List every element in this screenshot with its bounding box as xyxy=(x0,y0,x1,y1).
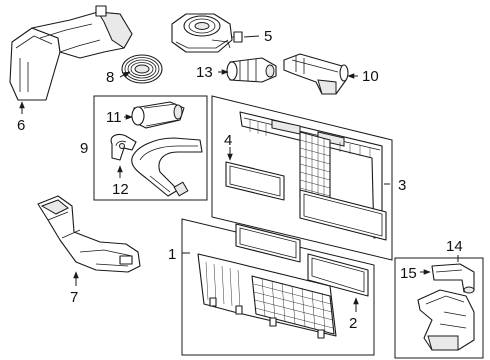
part-12-clip xyxy=(110,133,137,161)
part-1-lower-housing xyxy=(197,253,337,339)
callout-12: 12 xyxy=(112,181,129,198)
part-15-hose xyxy=(431,263,475,294)
part-10-resonator xyxy=(283,53,349,95)
callout-15: 15 xyxy=(400,265,417,282)
callout-5: 5 xyxy=(264,28,272,45)
part-13-connector xyxy=(226,57,277,83)
frame-group-3 xyxy=(211,95,393,261)
callout-13: 13 xyxy=(196,64,213,81)
frame-group-9 xyxy=(93,95,208,201)
callout-1: 1 xyxy=(168,246,176,263)
frame-group-1 xyxy=(181,218,375,356)
callout-3: 3 xyxy=(398,177,406,194)
part-4-gaskets xyxy=(225,161,387,241)
callout-14: 14 xyxy=(446,238,463,255)
callout-10: 10 xyxy=(362,68,379,85)
callout-7: 7 xyxy=(70,289,78,306)
callout-11: 11 xyxy=(106,109,122,126)
part-5-sensor-housing xyxy=(171,13,243,53)
callout-9: 9 xyxy=(80,140,88,157)
part-6-intake-duct xyxy=(9,5,133,101)
part-2-gaskets xyxy=(235,223,369,297)
callout-8: 8 xyxy=(106,69,114,86)
part-7-lower-duct xyxy=(37,195,141,273)
callout-2: 2 xyxy=(349,315,357,332)
part-14-elbow xyxy=(417,289,475,351)
callout-6: 6 xyxy=(17,117,25,134)
leader-lines xyxy=(19,35,459,312)
part-11-pipe xyxy=(131,101,185,129)
callout-4: 4 xyxy=(224,132,232,149)
frame-group-14 xyxy=(394,257,484,359)
part-8-ribbed-ring xyxy=(121,54,163,84)
part-9-curved-duct xyxy=(131,137,203,197)
